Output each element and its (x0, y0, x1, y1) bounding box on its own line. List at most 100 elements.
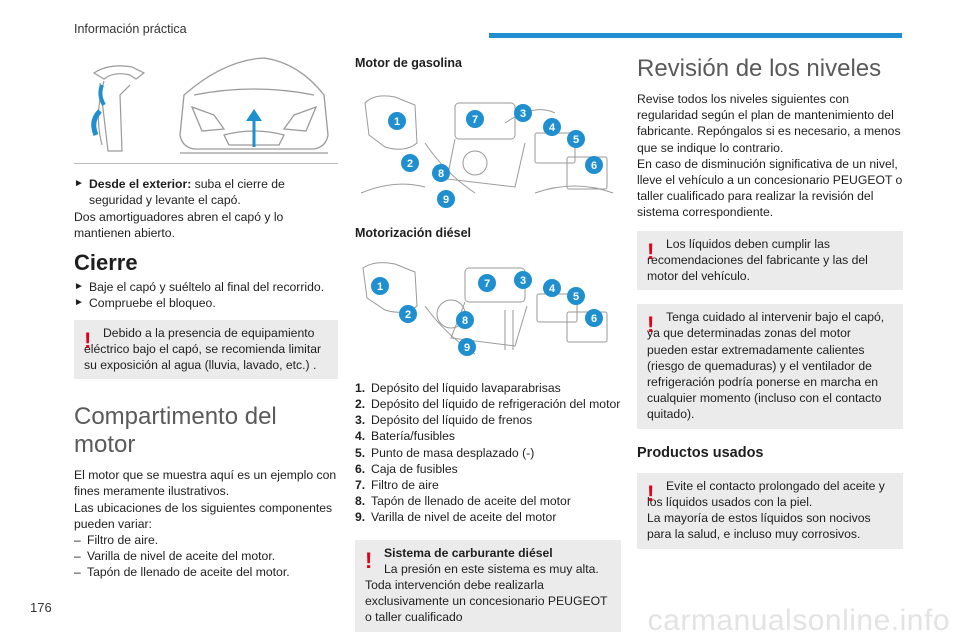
cierre-item-text: Baje el capó y suéltelo al final del rec… (89, 280, 325, 295)
shock-absorbers-text: Dos amortiguadores abren el capó y lo ma… (74, 209, 284, 240)
arrow-icon (91, 109, 102, 136)
marker-number: 3 (520, 108, 526, 120)
warning-text: Toda intervención debe realizarla exclus… (365, 578, 608, 625)
warning-text: ya que determinadas zonas del motor pued… (647, 326, 882, 422)
component-marker: 5 (567, 286, 585, 305)
compartimento-text: Las ubicaciones de los siguientes compon… (74, 500, 333, 531)
warning-text: los líquidos usados con la piel. (647, 495, 813, 510)
warning-exclamation-icon: ! (365, 547, 373, 573)
revision-text: En caso de disminución significativa de … (637, 156, 903, 220)
list-item: 7.Filtro de aire (355, 478, 439, 493)
exterior-label: Desde el exterior: (89, 177, 192, 192)
component-marker: 9 (437, 190, 455, 209)
component-marker: 3 (514, 104, 532, 123)
marker-number: 2 (405, 309, 411, 321)
column-1: ► Desde el exterior: suba el cierre de s… (74, 55, 338, 581)
hood-opening-illustration (74, 55, 338, 164)
warning-text: Los líquidos deben cumplir las (666, 236, 830, 251)
marker-number: 5 (573, 134, 579, 146)
watermark: carmanualsonline.info (647, 604, 950, 637)
marker-number: 6 (591, 160, 597, 172)
marker-number: 7 (484, 278, 490, 290)
cierre-item: ► Compruebe el bloqueo. (74, 295, 338, 311)
components-list: 1.Depósito del líquido lavaparabrisas 2.D… (355, 380, 621, 526)
warning-text: La mayoría de estos líquidos son nocivos… (647, 511, 871, 542)
warning-exclamation-icon: ! (84, 327, 92, 353)
cierre-heading: Cierre (74, 250, 138, 276)
component-marker: 8 (456, 310, 474, 329)
marker-number: 9 (443, 194, 449, 206)
marker-number: 2 (407, 158, 413, 170)
list-item: 6.Caja de fusibles (355, 461, 458, 476)
triangle-bullet-icon: ► (74, 297, 84, 309)
list-item: 1.Depósito del líquido lavaparabrisas (355, 380, 561, 395)
component-marker: 4 (543, 118, 561, 137)
warning-text: Evite el contacto prolongado del aceite … (666, 478, 885, 493)
warning-exclamation-icon: ! (647, 480, 655, 506)
component-marker: 5 (567, 130, 585, 149)
component-marker: 1 (371, 276, 389, 295)
warning-text: eléctrico bajo el capó, se recomienda li… (84, 341, 322, 373)
list-item: 8.Tapón de llenado de aceite del motor (355, 494, 571, 509)
marker-number: 1 (377, 281, 383, 293)
electrical-warning-box: ! Debido a la presencia de equipamiento … (74, 319, 338, 380)
petrol-engine-illustration: 1 2 3 4 5 6 7 8 9 (360, 95, 614, 209)
page-header-section: Información práctica (74, 22, 187, 36)
component-marker: 2 (399, 304, 417, 323)
warning-exclamation-icon: ! (647, 238, 655, 264)
marker-number: 4 (549, 283, 556, 295)
diesel-heading: Motorización diésel (355, 226, 471, 241)
component-marker: 2 (401, 154, 419, 173)
marker-number: 9 (464, 342, 470, 354)
warning-text: La presión en este sistema es muy alta. (384, 561, 599, 576)
exterior-text: suba el cierre de seguridad y levante el… (89, 177, 285, 208)
cierre-item-text: Compruebe el bloqueo. (89, 296, 216, 311)
diesel-engine-illustration: 1 2 3 4 56 7 8 9 (362, 261, 608, 356)
revision-heading: Revisión de los niveles (637, 55, 882, 82)
productos-heading: Productos usados (637, 444, 764, 461)
fluids-warning-box: ! Los líquidos deben cumplir las recomen… (637, 230, 903, 291)
page-number: 176 (30, 600, 52, 615)
fuel-system-warning-box: ! Sistema de carburante diésel La presió… (355, 539, 621, 632)
list-item: –Filtro de aire. (74, 533, 159, 548)
warning-exclamation-icon: ! (647, 312, 655, 338)
column-3: Revisión de los niveles Revise todos los… (637, 55, 903, 559)
list-item: 2.Depósito del líquido de refrigeración … (355, 397, 621, 412)
arrow-up-icon (246, 109, 262, 121)
compartimento-heading: Compartimento del motor (74, 403, 277, 459)
used-products-warning-box: ! Evite el contacto prolongado del aceit… (637, 472, 903, 549)
component-marker: 4 (543, 278, 561, 297)
revision-text: Revise todos los niveles siguientes con … (637, 92, 901, 155)
component-marker: 7 (466, 110, 484, 129)
component-marker: 7 (478, 273, 496, 292)
marker-number: 5 (573, 291, 579, 303)
component-marker: 8 (432, 164, 450, 183)
marker-number: 7 (472, 114, 478, 126)
arrow-icon (98, 84, 106, 107)
cierre-item: ► Baje el capó y suéltelo al final del r… (74, 279, 338, 295)
triangle-bullet-icon: ► (74, 281, 84, 293)
marker-number: 3 (520, 275, 526, 287)
marker-number: 8 (438, 168, 444, 180)
list-item: –Varilla de nivel de aceite del motor. (74, 549, 276, 564)
component-marker: 6 (585, 308, 603, 327)
marker-number: 4 (549, 122, 556, 134)
marker-number: 6 (591, 313, 597, 325)
triangle-bullet-icon: ► (74, 178, 84, 190)
list-item: 3.Depósito del líquido de frenos (355, 413, 533, 428)
exterior-instruction: ► Desde el exterior: suba el cierre de s… (74, 176, 338, 208)
compartimento-text: El motor que se muestra aquí es un ejemp… (74, 468, 337, 499)
list-item: 9.Varilla de nivel de aceite del motor (355, 510, 557, 525)
list-item: –Tapón de llenado de aceite del motor. (74, 565, 290, 580)
component-marker: 1 (388, 112, 406, 131)
compartimento-list: –Filtro de aire. –Varilla de nivel de ac… (74, 532, 338, 581)
component-marker: 6 (585, 156, 603, 175)
gasolina-heading: Motor de gasolina (355, 56, 462, 70)
component-marker: 9 (458, 337, 476, 356)
marker-number: 1 (394, 116, 400, 128)
warning-text: recomendaciones del fabricante y las del… (647, 252, 868, 284)
warning-text: Tenga cuidado al intervenir bajo el capó… (666, 310, 885, 325)
hot-engine-warning-box: ! Tenga cuidado al intervenir bajo el ca… (637, 304, 903, 429)
warning-title: Sistema de carburante diésel (384, 545, 553, 560)
